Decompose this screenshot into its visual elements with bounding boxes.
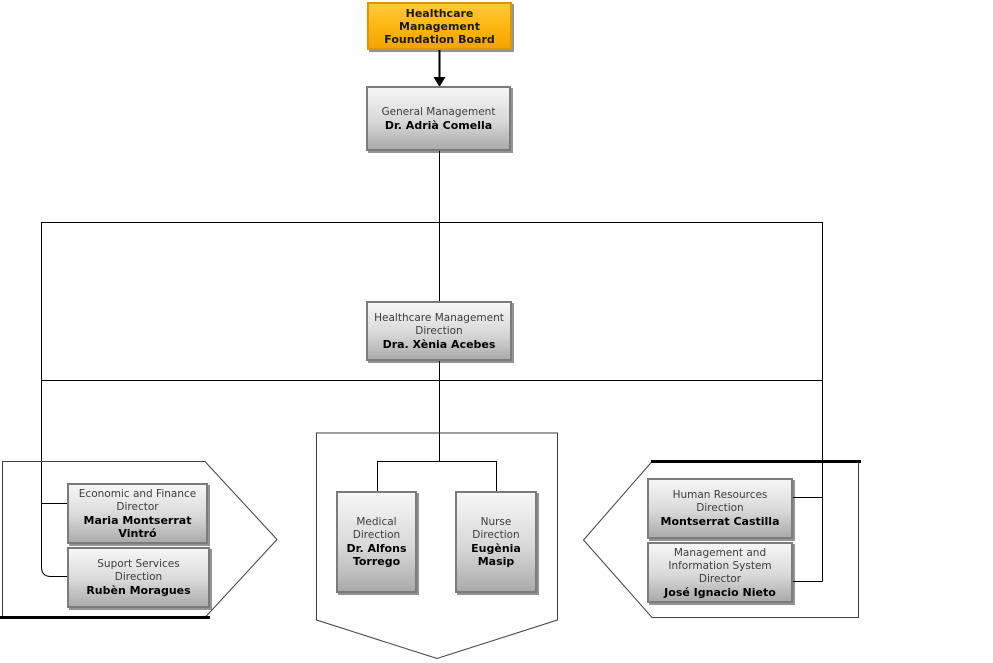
org-node-person: Maria Montserrat Vintró — [83, 513, 192, 540]
org-node-board-title: Healthcare Management Foundation Board — [384, 6, 495, 46]
group-rectangle — [41, 222, 823, 381]
org-node-title: Suport Services Direction — [97, 558, 180, 583]
org-node-support-services: Suport Services Direction Rubèn Moragues — [67, 547, 210, 608]
org-node-title: Human Resources Direction — [672, 489, 768, 514]
connector-center-bracket — [377, 461, 497, 491]
org-node-title: General Management — [381, 105, 496, 118]
org-node-title: Nurse Direction — [472, 516, 520, 541]
org-node-title: Management and Information System Direct… — [668, 546, 772, 585]
org-node-title: Economic and Finance Director — [78, 487, 197, 513]
org-node-person: Dr. Adrià Comella — [384, 118, 493, 132]
org-node-title: Medical Direction — [352, 516, 401, 541]
org-node-healthcare-direction: Healthcare Management Direction Dra. Xèn… — [366, 301, 512, 361]
org-node-general-management: General Management Dr. Adrià Comella — [366, 86, 511, 151]
group-arrow-left — [2, 461, 278, 618]
org-node-person: Rubèn Moragues — [86, 584, 191, 597]
org-node-economic-finance: Economic and Finance Director Maria Mont… — [67, 483, 208, 544]
org-node-nurse: Nurse Direction Eugènia Masip — [455, 491, 537, 593]
connector-left-drop — [41, 380, 67, 577]
org-node-person: Dr. Alfons Torrego — [346, 542, 407, 568]
org-node-medical: Medical Direction Dr. Alfons Torrego — [336, 491, 417, 593]
org-node-management-information: Management and Information System Direct… — [647, 542, 793, 603]
group-pennant-middle — [316, 432, 558, 660]
org-node-title: Healthcare Management Direction — [374, 311, 504, 337]
org-node-board: Healthcare Management Foundation Board — [367, 2, 512, 50]
org-node-person: Eugènia Masip — [471, 542, 521, 568]
org-node-person: Dra. Xènia Acebes — [382, 337, 496, 351]
org-node-person: Montserrat Castilla — [660, 515, 780, 528]
org-node-human-resources: Human Resources Direction Montserrat Cas… — [647, 478, 793, 539]
arrowhead-icon — [433, 77, 446, 87]
org-node-person: José Ignacio Nieto — [664, 585, 776, 599]
